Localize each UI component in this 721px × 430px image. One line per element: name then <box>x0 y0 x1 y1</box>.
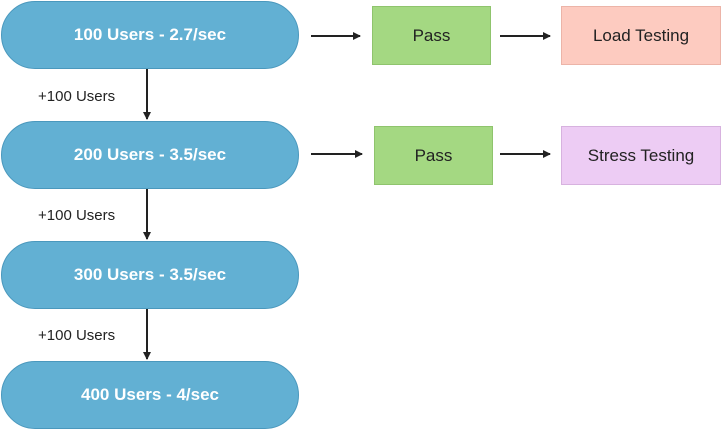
pass-box-1: Pass <box>372 6 491 65</box>
stress-testing-box: Stress Testing <box>561 126 721 185</box>
pass-label: Pass <box>412 25 451 45</box>
outcome-label: Load Testing <box>592 25 690 45</box>
pass-box-2: Pass <box>374 126 493 185</box>
stage-label: 100 Users - 2.7/sec <box>73 25 227 44</box>
increment-label-1: +100 Users <box>38 88 116 105</box>
increment-label-3: +100 Users <box>38 327 116 344</box>
pass-label: Pass <box>414 145 453 165</box>
stage-400-users: 400 Users - 4/sec <box>1 361 299 429</box>
outcome-label: Stress Testing <box>587 145 695 165</box>
load-testing-box: Load Testing <box>561 6 721 65</box>
stage-label: 400 Users - 4/sec <box>81 385 219 404</box>
stage-200-users: 200 Users - 3.5/sec <box>1 121 299 189</box>
stage-100-users: 100 Users - 2.7/sec <box>1 1 299 69</box>
increment-label-2: +100 Users <box>38 207 116 224</box>
stage-label: 300 Users - 3.5/sec <box>73 265 227 284</box>
stage-300-users: 300 Users - 3.5/sec <box>1 241 299 309</box>
stage-label: 200 Users - 3.5/sec <box>73 145 227 164</box>
